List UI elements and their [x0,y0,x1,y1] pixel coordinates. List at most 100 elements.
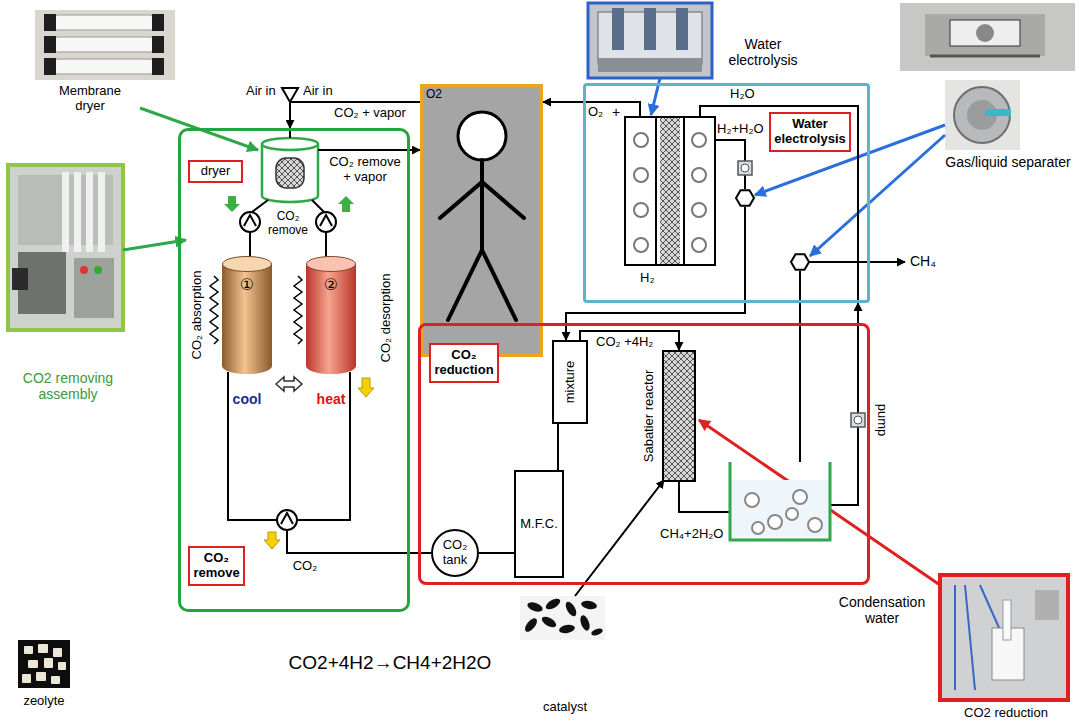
crew-figure [440,112,524,320]
fan-symbol [281,513,293,524]
photo-co2-removing-assembly [94,266,102,274]
reaction-equation: CO2+4H2→CH4+2H2O [230,652,550,674]
node-label: Sabatier reactor [642,370,657,463]
air-duct [318,149,410,151]
photo-membrane-dryer [52,37,156,52]
photo-water-electrolysis [612,8,624,50]
component-label: Condensation water [832,594,932,626]
node-label: ② [306,276,356,294]
flow-connector [580,331,679,350]
fan-symbol [277,510,297,530]
condensation-container [768,515,782,529]
photo-gas-liquid-separator [945,80,1020,150]
fan-symbol [244,215,256,226]
cylinder-shape [306,256,356,374]
photo-co2-removing-assembly [86,172,93,252]
photo-zeolyte [38,644,48,653]
photo-caption: CO2 removing assembly [4,370,132,402]
cylinder-shape [222,256,272,374]
photo-membrane-dryer [44,14,56,31]
photo-catalyst [520,596,605,640]
photo-water-electrolysis [598,58,702,72]
condensation-container [731,480,829,539]
crew-cabin-fill [420,84,543,357]
photo-catalyst [540,615,558,630]
node-label: ① [222,276,272,294]
label-box: dryer [188,160,243,183]
flow-connector [410,149,420,151]
leader-arrow [575,480,664,596]
photo-zeolyte [22,674,31,683]
flow-connector [557,424,559,470]
photo-catalyst [523,616,539,633]
process-pipe [679,482,730,512]
node-label: M.F.C. [520,517,558,532]
pump-symbol [854,416,862,424]
photo-zeolyte [58,662,66,670]
component-label: pump [875,404,890,437]
crew-cabin-fill [420,84,543,357]
subsystem-region: O₂+H₂OH₂+H₂OH₂Water electrolysis [583,83,870,303]
membrane-dryer-symbol [262,144,318,202]
condensation-container [786,508,798,520]
electrolysis-cell [625,117,715,265]
crew-cabin: O2 [420,84,543,357]
photo-co2-removing-assembly [8,165,123,330]
process-pipe [744,175,746,189]
node-label: + [612,104,620,120]
flow-direction-arrow [338,196,354,212]
leader-arrow [810,135,945,256]
flow-connector [479,552,514,554]
condensation-container [730,462,830,540]
adsorption-cylinder: ① [222,256,272,374]
flow-label: CH₄ [910,253,936,269]
flow-direction-arrow [224,196,240,212]
photo-membrane-dryer [35,10,175,80]
photo-membrane-dryer [52,59,156,74]
leader-arrow [123,78,945,596]
subsystem-region: CH₄+2H₂O CO₂ reductionCO₂ tank M.F.C. mixtu… [418,323,870,585]
photo-membrane-dryer [52,15,156,30]
process-box: mixture [552,340,588,424]
node-label: CH₄+2H₂O [660,527,723,542]
separator-symbol [791,254,809,270]
photo-membrane-dryer [152,14,164,31]
fan-symbol [240,212,260,232]
electrolysis-cell [634,168,648,182]
process-pipe [799,271,801,462]
edge-label: CO₂ +4H₂ [596,335,653,350]
electrolysis-cell [625,117,715,265]
electrolysis-cell [655,118,657,264]
heater-coil [294,276,302,344]
desorption-cylinder: ② [306,256,356,374]
crew-figure [480,160,484,250]
node-label: CO₂ reduction [433,348,494,378]
photo-apparatus [925,14,1045,56]
photo-catalyst [544,597,562,612]
switch-arrow [276,377,302,391]
photo-co2-removing-assembly [80,266,88,274]
separator-symbol [736,190,809,270]
label-box: CO₂ reduction [429,343,498,383]
air-duct [312,200,324,212]
photo-water-electrolysis [676,8,688,50]
photo-water-electrolysis [588,3,712,78]
flow-connector [290,102,420,128]
photo-co2-removing-assembly [8,165,123,330]
photo-caption: catalyst [522,700,608,715]
photo-membrane-dryer [152,36,164,53]
condensation-container [752,522,764,534]
photo-apparatus [900,3,1075,71]
photo-membrane-dryer [44,58,56,75]
edge-label: CO₂ + vapor [334,106,406,121]
photo-water-electrolysis [588,3,712,78]
node-label: CO₂ [290,559,320,574]
node-label: H₂+H₂O [717,122,764,137]
pump-symbol [738,161,752,175]
cylinder-body [222,264,272,366]
tank-circle: CO₂ tank [431,529,479,577]
label-box: Water electrolysis [769,112,851,152]
node-label: CO₂ remove [260,210,316,238]
